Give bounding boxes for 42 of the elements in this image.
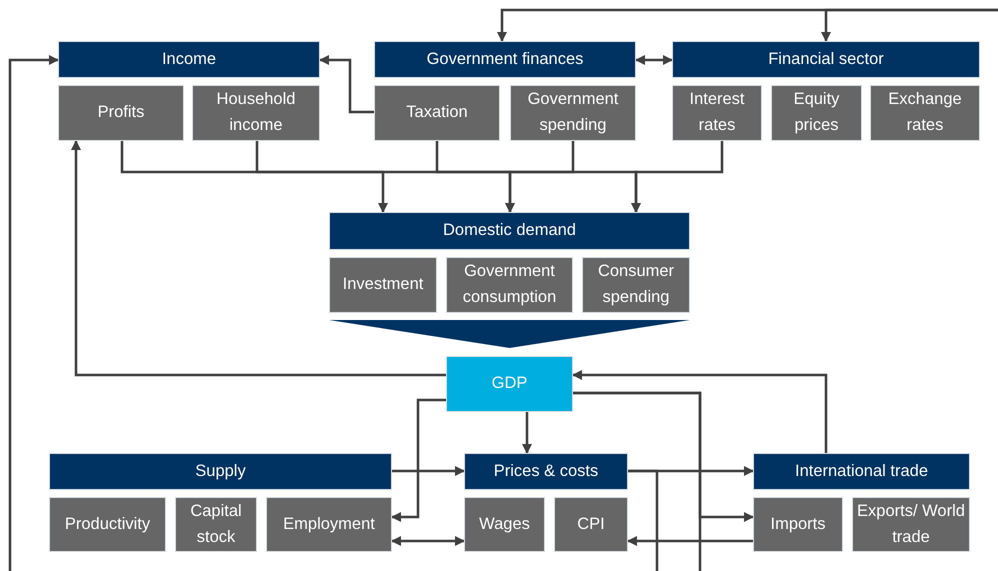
factor-box: Profits bbox=[58, 85, 184, 141]
group-header: International trade bbox=[753, 453, 970, 490]
arrow bbox=[631, 141, 724, 213]
group-header: Supply bbox=[49, 453, 392, 490]
arrow bbox=[572, 370, 828, 453]
factor-box: Investment bbox=[329, 257, 437, 313]
arrow bbox=[505, 141, 574, 213]
factor-box: Government consumption bbox=[446, 257, 573, 313]
connector-line bbox=[628, 470, 658, 571]
arrow bbox=[319, 55, 374, 114]
group-header: Financial sector bbox=[672, 41, 980, 78]
arrow bbox=[391, 398, 446, 522]
factor-box: Wages bbox=[464, 497, 545, 552]
factor-box: Household income bbox=[192, 85, 320, 141]
arrow bbox=[71, 140, 446, 376]
arrow bbox=[627, 536, 753, 546]
factor-box: Productivity bbox=[49, 497, 166, 552]
arrow bbox=[821, 8, 998, 42]
factor-box: Equity prices bbox=[771, 85, 862, 141]
factor-box: Government spending bbox=[510, 85, 636, 141]
arrow bbox=[635, 55, 673, 65]
factor-box: Taxation bbox=[374, 85, 500, 141]
group-header: Income bbox=[58, 41, 320, 78]
arrow bbox=[392, 466, 465, 476]
arrow bbox=[256, 141, 388, 213]
factor-box: Exchange rates bbox=[870, 85, 980, 141]
arrow bbox=[391, 536, 465, 546]
group-header: Domestic demand bbox=[329, 212, 690, 250]
factor-box: Consumer spending bbox=[582, 257, 690, 313]
factor-box: Interest rates bbox=[672, 85, 762, 141]
group-header: Prices & costs bbox=[464, 453, 628, 490]
arrow bbox=[522, 412, 532, 454]
arrow bbox=[8, 55, 59, 571]
factor-box: CPI bbox=[554, 497, 628, 552]
connector-line bbox=[573, 392, 702, 571]
factor-box: Imports bbox=[753, 497, 843, 552]
factor-box: Capital stock bbox=[175, 497, 257, 552]
factor-box: Exports/ World trade bbox=[852, 497, 970, 552]
chevron-arrow bbox=[329, 320, 690, 348]
factor-box: Employment bbox=[266, 497, 392, 552]
gdp-box: GDP bbox=[446, 356, 573, 412]
group-header: Government finances bbox=[374, 41, 636, 78]
